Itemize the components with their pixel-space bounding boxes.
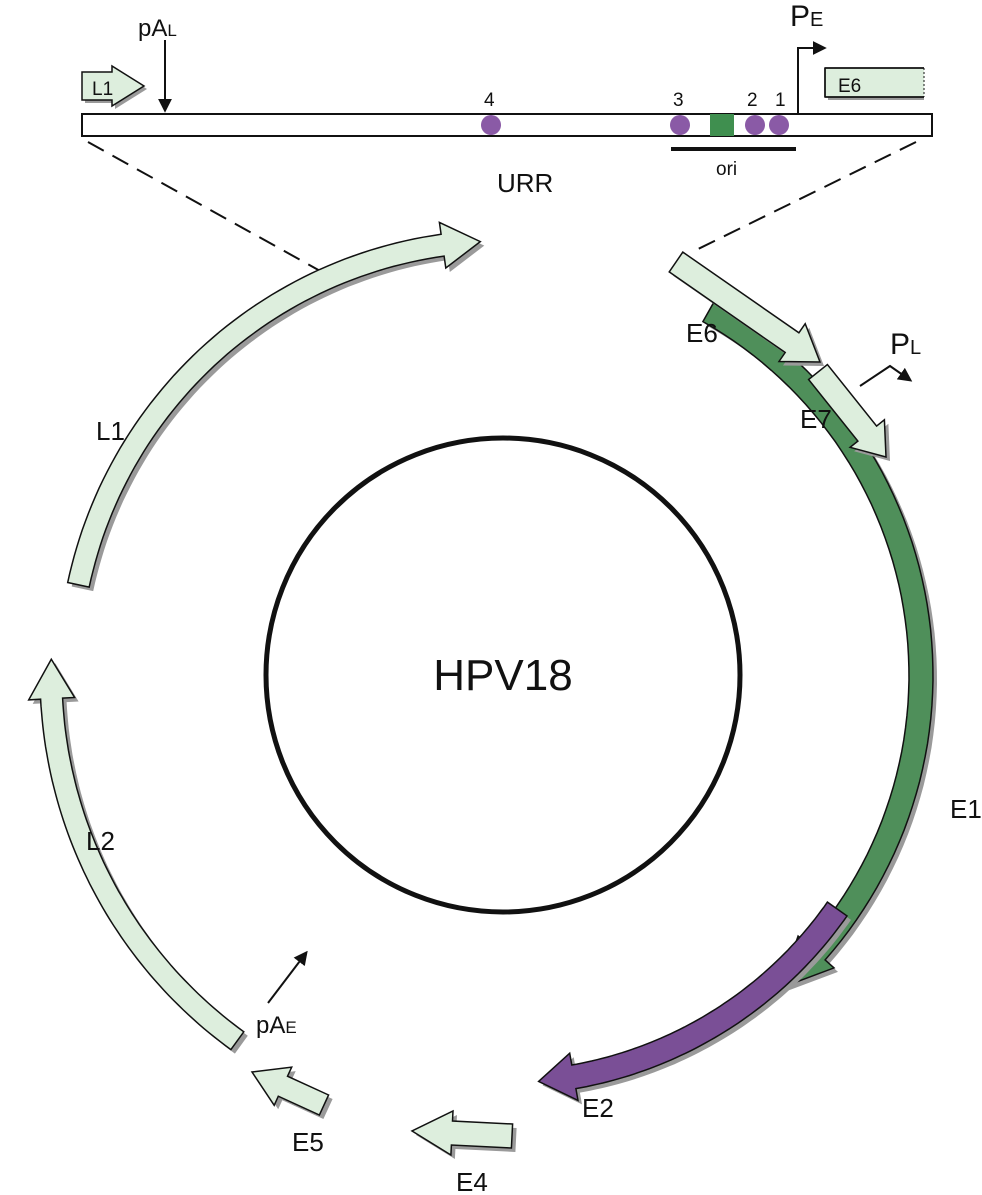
late-promoter: PL — [859, 328, 921, 387]
ori-box — [710, 114, 734, 136]
early-polya-label: pAE — [256, 1012, 297, 1039]
late-promoter-label: PL — [890, 328, 921, 361]
zoom-line-right — [691, 141, 917, 253]
binding-site-1-label: 1 — [775, 90, 786, 111]
urr-bar — [81, 113, 933, 137]
gene-arrow-l2-body — [27, 657, 245, 1051]
gene-label-e6: E6 — [686, 318, 718, 348]
late-polya-site: pAL — [138, 15, 177, 113]
gene-arrow-e6-body — [668, 251, 822, 363]
gene-arrow-e7 — [807, 363, 890, 461]
zoom-line-left — [87, 141, 323, 273]
genome-name: HPV18 — [433, 651, 572, 700]
gene-label-e7: E7 — [800, 404, 832, 434]
binding-site-2 — [745, 115, 765, 135]
gene-arrow-e7-body — [807, 363, 887, 458]
gene-arrow-l2 — [27, 657, 248, 1054]
gene-arrow-e2-body — [537, 901, 849, 1102]
gene-label-e2: E2 — [582, 1093, 614, 1123]
gene-label-e5: E5 — [292, 1127, 324, 1157]
urr-l1-arrow: L1 — [81, 64, 147, 109]
genome-circle — [263, 435, 743, 915]
gene-label-e4: E4 — [456, 1167, 488, 1195]
binding-sites: 4 3 2 1 — [481, 90, 789, 135]
gene-arrows — [27, 221, 937, 1159]
urr-l1-label: L1 — [92, 79, 113, 100]
gene-label-l2: L2 — [86, 826, 115, 856]
ori-label: ori — [716, 159, 737, 180]
gene-arrow-e6 — [668, 251, 824, 366]
binding-site-4-label: 4 — [484, 90, 495, 111]
gene-label-e1: E1 — [950, 794, 982, 824]
binding-site-4 — [481, 115, 501, 135]
urr-e6-box: E6 — [824, 67, 925, 100]
binding-site-1 — [769, 115, 789, 135]
binding-site-3-label: 3 — [673, 90, 684, 111]
gene-arrow-e4-body — [410, 1109, 514, 1157]
gene-arrow-e5-body — [250, 1066, 330, 1116]
binding-site-2-label: 2 — [747, 90, 758, 111]
urr-e6-label: E6 — [838, 76, 861, 97]
gene-arrow-e5 — [250, 1066, 333, 1119]
gene-label-l1: L1 — [96, 416, 125, 446]
urr-label: URR — [497, 168, 553, 198]
gene-arrow-l1-body — [66, 221, 482, 588]
gene-arrow-l1 — [66, 221, 485, 592]
gene-arrow-e4 — [410, 1109, 517, 1159]
late-polya-label: pAL — [138, 15, 177, 42]
binding-site-3 — [670, 115, 690, 135]
early-polya-site: pAE — [256, 950, 308, 1039]
gene-arrow-e2 — [537, 901, 851, 1105]
early-promoter-label: PE — [790, 0, 823, 33]
urr-region: L1 E6 pAL PE — [81, 0, 933, 273]
early-promoter: PE — [790, 0, 827, 114]
